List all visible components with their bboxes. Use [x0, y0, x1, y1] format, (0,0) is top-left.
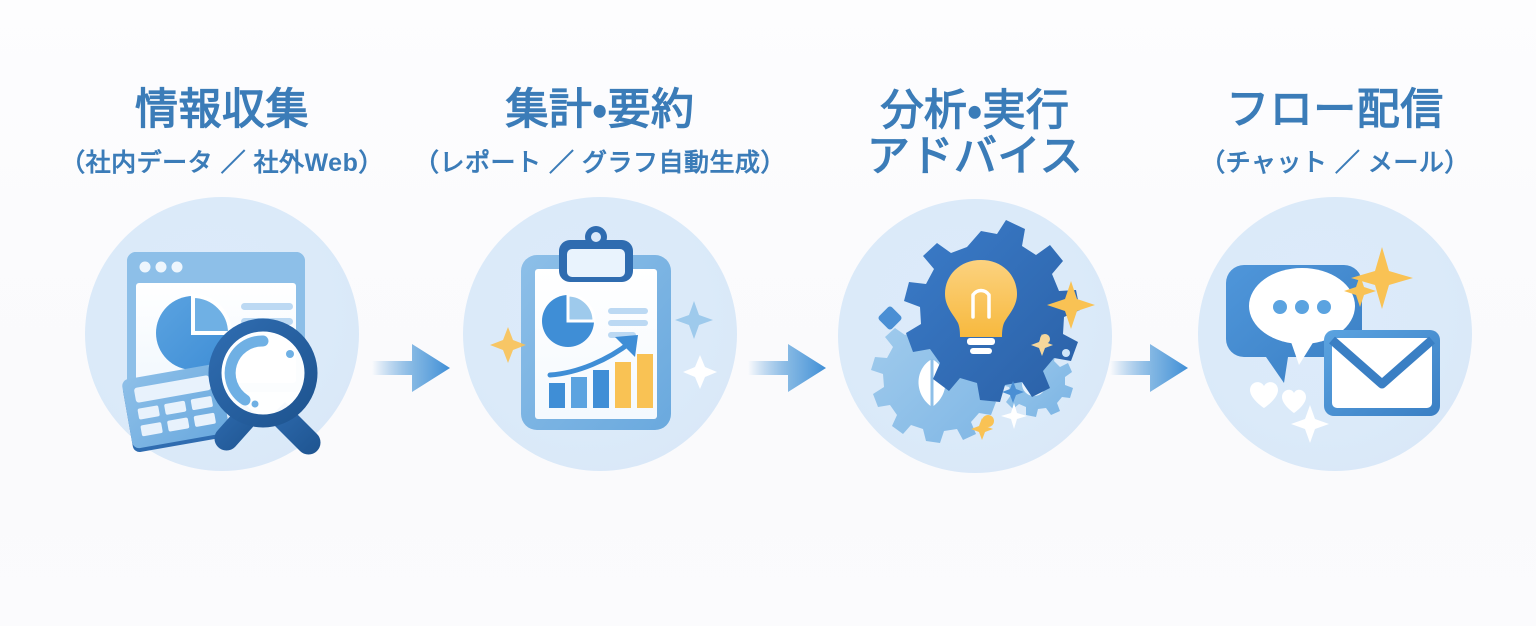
step-1-subtitle: （社内データ ／ 社外Web）	[60, 148, 384, 177]
clipboard-bar-chart	[549, 353, 653, 408]
step-4-icon-wrap	[1198, 196, 1472, 471]
step-1-icon-wrap	[85, 196, 359, 471]
step-3-icon-wrap	[838, 198, 1112, 473]
step-2-subtitle: （レポート ／ グラフ自動生成）	[414, 148, 786, 177]
step-1-title: 情報収集	[135, 86, 309, 134]
gear-lightbulb-icon	[871, 219, 1095, 443]
step-3-title: 分析・実行	[880, 87, 1070, 135]
clipboard-text-lines	[608, 307, 648, 338]
calculator-graphic	[122, 363, 230, 452]
clipboard-report-chart-icon	[490, 225, 717, 430]
step-2-title: 集計・要約	[505, 86, 695, 134]
flow-arrow-1-to-2	[372, 337, 452, 399]
flow-step-1[interactable]: 情報収集 （社内データ ／ 社外Web）	[60, 86, 383, 471]
step-2-icon-wrap	[463, 196, 737, 471]
sparkle-decorations	[1291, 246, 1413, 443]
browser-analytics-search-icon	[122, 251, 321, 455]
magnifying-glass-graphic	[208, 318, 321, 455]
flow-arrow-2-to-3	[748, 337, 828, 399]
flow-step-4[interactable]: フロー配信 （チャット ／ メール）	[1190, 86, 1480, 471]
chat-email-delivery-icon	[1226, 246, 1440, 443]
trend-arrow-graphic	[547, 334, 638, 378]
step-4-title: フロー配信	[1226, 86, 1444, 134]
lightbulb-graphic	[945, 259, 1017, 354]
large-gear-graphic	[904, 219, 1080, 402]
flow-arrow-3-to-4	[1110, 337, 1190, 399]
sparkle-decorations	[490, 300, 717, 389]
envelope-graphic	[1324, 329, 1440, 416]
flow-step-3[interactable]: 分析・実行 アドバイス	[830, 88, 1120, 473]
heart-decorations	[1250, 381, 1306, 413]
sparkle-decorations	[878, 280, 1095, 440]
step-4-subtitle: （チャット ／ メール）	[1200, 148, 1470, 177]
clipboard-pie-chart	[542, 293, 596, 347]
flow-step-2[interactable]: 集計・要約 （レポート ／ グラフ自動生成）	[414, 86, 785, 471]
step-3-title-line2: アドバイス	[866, 133, 1084, 182]
